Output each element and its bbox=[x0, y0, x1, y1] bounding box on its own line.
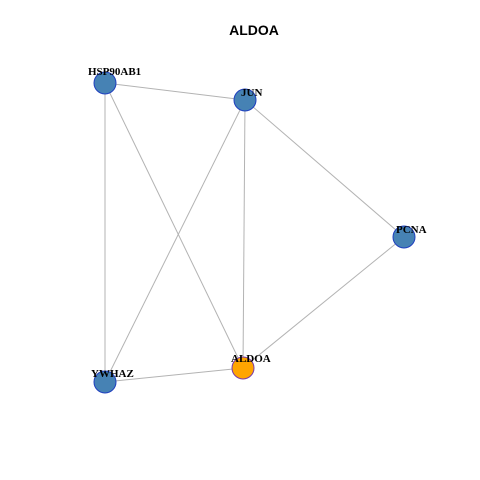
node-aldoa[interactable] bbox=[231, 356, 255, 380]
edge-jun-aldoa bbox=[242, 99, 246, 369]
node-pcna[interactable] bbox=[392, 225, 416, 249]
node-jun[interactable] bbox=[233, 88, 257, 112]
node-label-aldoa: ALDOA bbox=[231, 353, 271, 365]
edge-jun-pcna bbox=[244, 99, 405, 238]
node-ywhaz[interactable] bbox=[93, 370, 117, 394]
node-label-ywhaz: YWHAZ bbox=[91, 368, 134, 380]
node-label-hsp90ab1: HSP90AB1 bbox=[88, 66, 141, 78]
node-layer bbox=[93, 71, 416, 394]
node-hsp90ab1[interactable] bbox=[93, 71, 117, 95]
edge-pcna-aldoa bbox=[242, 236, 405, 369]
edge-aldoa-ywhaz bbox=[104, 367, 244, 383]
node-label-jun: JUN bbox=[241, 87, 262, 99]
node-label-pcna: PCNA bbox=[396, 224, 427, 236]
edge-jun-ywhaz bbox=[104, 99, 246, 383]
edge-hsp90ab1-jun bbox=[104, 82, 246, 101]
graph-title: ALDOA bbox=[229, 22, 279, 38]
edge-hsp90ab1-aldoa bbox=[104, 82, 244, 369]
edge-layer bbox=[104, 82, 405, 383]
